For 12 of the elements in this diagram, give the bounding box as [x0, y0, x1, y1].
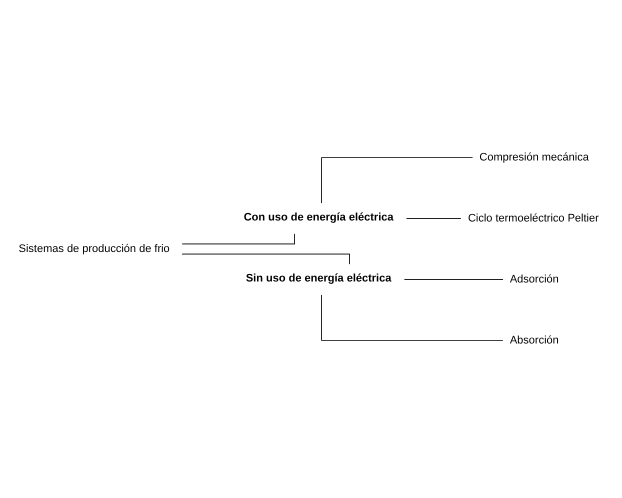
connector	[404, 279, 504, 280]
node-text: Compresión mecánica	[479, 151, 589, 164]
node-text: Absorción	[510, 334, 559, 346]
node-text: Sin uso de energía eléctrica	[246, 272, 392, 284]
connector	[182, 233, 295, 244]
node-text: Ciclo termoeléctrico Peltier	[468, 212, 599, 224]
node-text: Con uso de energía eléctrica	[244, 212, 394, 224]
node-text: Adsorción	[510, 273, 559, 286]
node-text: Sistemas de producción de frio	[18, 242, 170, 255]
connector	[321, 157, 473, 204]
connector	[406, 218, 462, 219]
connector	[321, 294, 504, 341]
